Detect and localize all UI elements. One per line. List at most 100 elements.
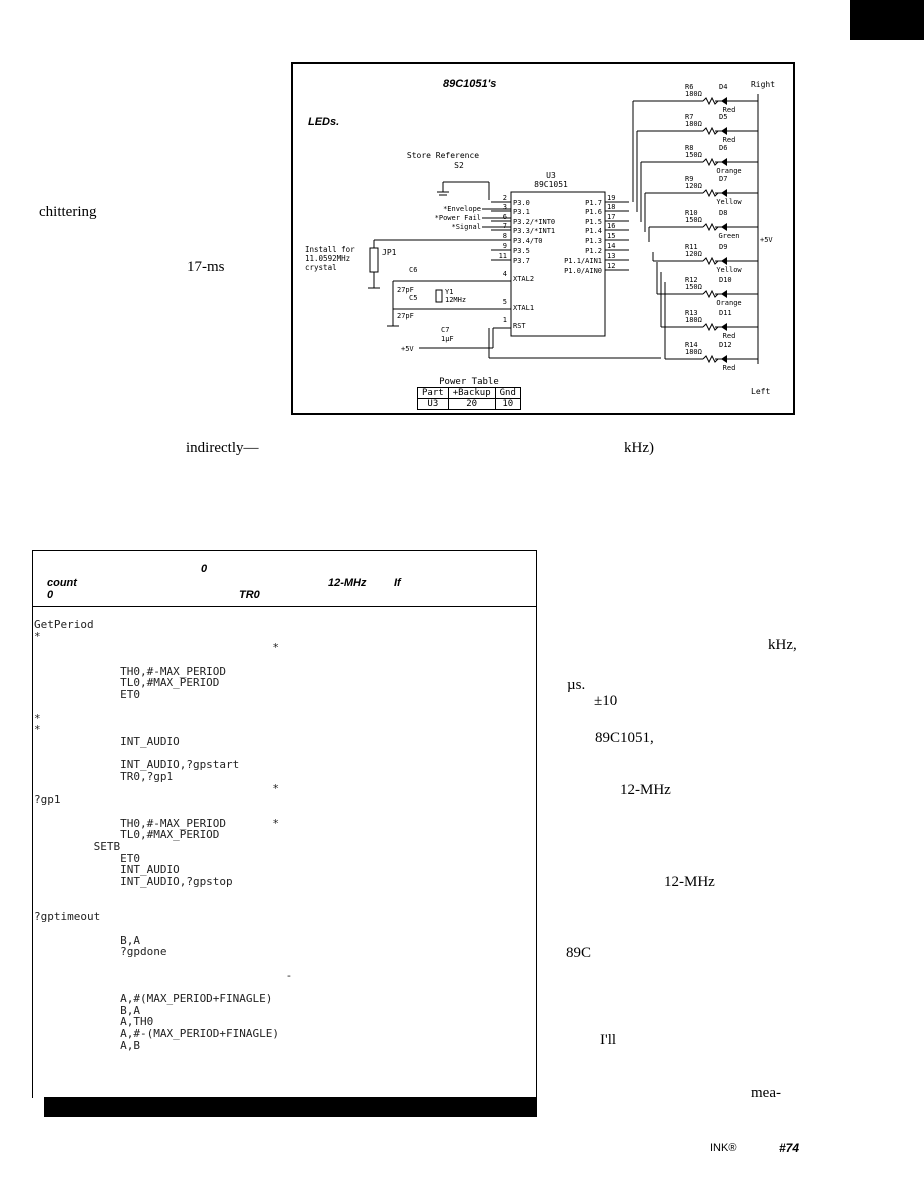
magazine-logo	[850, 0, 924, 40]
power-table-cell: 10	[494, 398, 521, 410]
resistor-value: 150Ω	[685, 283, 702, 291]
resistor-value: 180Ω	[685, 316, 702, 324]
code-line: *	[34, 723, 41, 737]
code-line: INT_AUDIO	[34, 734, 180, 748]
text-fragment: kHz)	[624, 440, 654, 456]
pin-name: XTAL1	[513, 304, 534, 312]
input-label: *Signal	[451, 223, 481, 231]
code-line: SETB	[34, 840, 121, 854]
power-table-header: Part	[417, 387, 449, 399]
code-lines: GetPeriod* * TH0,#-MAX_PERIOD TL0,#MAX_P…	[34, 619, 292, 1051]
input-label: *Power Fail	[435, 214, 481, 222]
text-fragment: 12-MHz	[620, 782, 671, 798]
resistor-symbol	[702, 256, 719, 266]
code-line	[34, 654, 292, 666]
cap-value: 27pF	[397, 286, 414, 294]
code-line	[34, 958, 292, 970]
resistor-value: 180Ω	[685, 90, 702, 98]
crystal-ref: Y1	[445, 288, 453, 296]
pin-number: 13	[607, 252, 615, 260]
cap-ref: C5	[409, 294, 417, 302]
resistor-ref: R11	[685, 243, 698, 251]
pin-number: 11	[499, 252, 507, 260]
code-line: B,A	[34, 933, 140, 947]
code-line: *	[34, 711, 41, 725]
resistor-symbol	[702, 188, 719, 198]
led-color: Red	[723, 106, 736, 114]
install-note: 11.0592MHz	[305, 254, 350, 263]
led-ref: D6	[719, 144, 727, 152]
pin-name: XTAL2	[513, 275, 534, 283]
led-ref: D11	[719, 309, 732, 317]
text-fragment: 89C1051,	[595, 730, 654, 746]
led-color: Green	[718, 232, 739, 240]
code-line: TH0,#-MAX_PERIOD *	[34, 816, 280, 830]
code-line	[34, 923, 292, 935]
power-table-header: Gnd	[494, 387, 521, 399]
listing-caption-word: TR0	[239, 589, 260, 601]
resistor-value: 120Ω	[685, 182, 702, 190]
pin-number: 16	[607, 222, 615, 230]
pin-name: P1.2	[585, 247, 602, 255]
code-line: ET0	[34, 851, 140, 865]
pin-name: P3.1	[513, 208, 530, 216]
resistor-ref: R13	[685, 309, 698, 317]
pin-name: P3.7	[513, 257, 530, 265]
resistor-symbol	[702, 222, 719, 232]
resistor-value: 150Ω	[685, 216, 702, 224]
resistor-symbol	[702, 157, 719, 167]
pin-name: P1.7	[585, 199, 602, 207]
led-color: Red	[723, 332, 736, 340]
power-table-header: +Backup	[447, 387, 496, 399]
switch-ref: S2	[454, 161, 464, 170]
led-color: Yellow	[716, 266, 742, 274]
power-table-grid: Part +Backup Gnd U3 20 10	[417, 387, 521, 410]
code-line: ?gptimeout	[34, 910, 101, 924]
text-fragment: chittering	[39, 204, 97, 220]
resistor-symbol	[702, 126, 719, 136]
pin-name: P1.5	[585, 218, 602, 226]
pin-name: P3.3/*INT1	[513, 227, 555, 235]
code-line: A,#(MAX_PERIOD+FINAGLE)	[34, 992, 273, 1005]
pin-name: P3.4/T0	[513, 237, 543, 245]
text-fragment: I'll	[600, 1032, 617, 1048]
input-label: *Envelope	[443, 205, 481, 213]
pin-name: P3.0	[513, 199, 530, 207]
code-line: B,A	[34, 1003, 140, 1017]
code-line: TL0,#MAX_PERIOD	[34, 828, 220, 842]
jp1-header	[369, 247, 379, 273]
text-fragment: 12-MHz	[664, 874, 715, 890]
pin-name: P3.5	[513, 247, 530, 255]
text-fragment: mea-	[751, 1085, 781, 1101]
resistor-value: 180Ω	[685, 120, 702, 128]
code-line: A,#-(MAX_PERIOD+FINAGLE)	[34, 1027, 280, 1041]
pin-number: 15	[607, 232, 615, 240]
schematic-diagram: U389C10512P3.03P3.16P3.2/*INT07P3.3/*INT…	[305, 80, 775, 396]
supply-label: +5V	[401, 345, 414, 353]
figure-caption-chip: 89C1051's	[443, 78, 497, 90]
power-table-title: Power Table	[439, 377, 499, 387]
cap-ref: C6	[409, 266, 417, 274]
resistor-symbol	[702, 289, 719, 299]
u3-part: 89C1051	[534, 180, 568, 189]
led-ref: D7	[719, 175, 727, 183]
switch-label: Store Reference	[407, 151, 479, 160]
text-fragment: µs.	[567, 677, 586, 693]
led-ref: D5	[719, 113, 727, 121]
pin-name: RST	[513, 322, 526, 330]
pin-number: 5	[503, 298, 507, 306]
pin-number: 4	[503, 270, 507, 278]
text-fragment: 17-ms	[187, 259, 225, 275]
power-table-cell: 20	[447, 398, 496, 410]
cap-value: 27pF	[397, 312, 414, 320]
led-color: Red	[723, 136, 736, 144]
code-line: ET0	[34, 688, 140, 702]
resistor-ref: R10	[685, 209, 698, 217]
listing-caption-word: 12-MHz	[328, 577, 367, 589]
resistor-ref: R6	[685, 83, 693, 91]
text-fragment: 89C	[566, 945, 592, 961]
pin-number: 6	[503, 213, 507, 221]
resistor-symbol	[702, 354, 719, 364]
pin-number: 12	[607, 262, 615, 270]
